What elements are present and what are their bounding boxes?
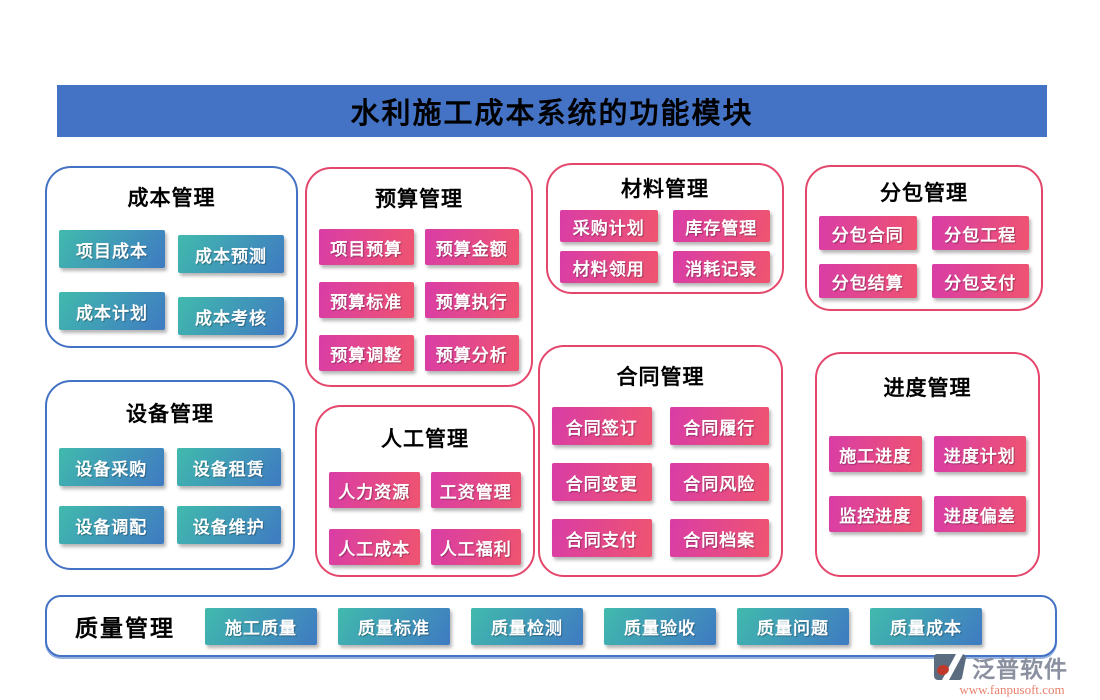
module-cost-title: 成本管理 — [127, 185, 216, 210]
button-quality-inspection[interactable]: 质量检测 — [471, 607, 583, 645]
button-contract-archive[interactable]: 合同档案 — [669, 519, 769, 557]
button-progress-plan[interactable]: 进度计划 — [933, 436, 1026, 472]
quality-management-bar: 质量管理 施工质量 质量标准 质量检测 质量验收 质量问题 质量成本 — [45, 595, 1057, 657]
module-budget-title: 预算管理 — [375, 186, 463, 211]
fanpu-logo-url: www.fanpusoft.com — [959, 682, 1065, 697]
fanpu-logo: 泛普软件 www.fanpusoft.com — [932, 650, 1092, 698]
fanpu-logo-icon — [933, 654, 966, 681]
button-contract-signing[interactable]: 合同签订 — [552, 407, 652, 445]
module-contract-title: 合同管理 — [616, 364, 705, 389]
button-equipment-rental[interactable]: 设备租赁 — [176, 448, 281, 486]
button-quality-standard[interactable]: 质量标准 — [338, 607, 450, 645]
button-human-resources[interactable]: 人力资源 — [329, 472, 420, 508]
button-budget-adjustment[interactable]: 预算调整 — [319, 335, 414, 371]
button-inventory-management[interactable]: 库存管理 — [672, 210, 770, 242]
button-contract-risk[interactable]: 合同风险 — [669, 463, 769, 501]
module-contract-management: 合同管理 合同签订 合同履行 合同变更 合同风险 合同支付 合同档案 — [538, 345, 783, 577]
button-consumption-record[interactable]: 消耗记录 — [672, 251, 770, 283]
button-cost-assessment[interactable]: 成本考核 — [178, 297, 284, 335]
button-contract-performance[interactable]: 合同履行 — [669, 407, 769, 445]
module-subcontract-title: 分包管理 — [880, 180, 968, 205]
fanpu-logo-text: 泛普软件 — [972, 656, 1068, 683]
module-labor-title: 人工管理 — [381, 426, 469, 451]
module-cost-management: 成本管理 项目成本 成本预测 成本计划 成本考核 — [45, 166, 298, 348]
module-material-management: 材料管理 采购计划 库存管理 材料领用 消耗记录 — [546, 163, 784, 294]
button-labor-welfare[interactable]: 人工福利 — [430, 529, 521, 565]
button-material-requisition[interactable]: 材料领用 — [560, 251, 658, 283]
button-project-cost[interactable]: 项目成本 — [59, 230, 165, 268]
module-progress-management: 进度管理 施工进度 进度计划 监控进度 进度偏差 — [815, 352, 1040, 577]
button-quality-cost[interactable]: 质量成本 — [870, 607, 982, 645]
module-labor-management: 人工管理 人力资源 工资管理 人工成本 人工福利 — [315, 405, 535, 577]
module-subcontract-management: 分包管理 分包合同 分包工程 分包结算 分包支付 — [805, 165, 1043, 311]
button-equipment-maintenance[interactable]: 设备维护 — [176, 506, 281, 544]
button-equipment-procurement[interactable]: 设备采购 — [59, 448, 164, 486]
button-construction-quality[interactable]: 施工质量 — [205, 607, 317, 645]
button-progress-deviation[interactable]: 进度偏差 — [933, 496, 1026, 532]
button-cost-forecast[interactable]: 成本预测 — [178, 235, 284, 273]
module-progress-title: 进度管理 — [883, 375, 972, 400]
page-title: 水利施工成本系统的功能模块 — [350, 96, 754, 130]
quality-title: 质量管理 — [75, 615, 175, 642]
button-subcontract-payment[interactable]: 分包支付 — [931, 264, 1029, 298]
button-equipment-allocation[interactable]: 设备调配 — [59, 506, 164, 544]
button-procurement-plan[interactable]: 采购计划 — [560, 210, 658, 242]
button-subcontract-project[interactable]: 分包工程 — [931, 216, 1029, 250]
module-material-title: 材料管理 — [621, 176, 709, 201]
button-contract-payment[interactable]: 合同支付 — [552, 519, 652, 557]
button-labor-cost[interactable]: 人工成本 — [329, 529, 420, 565]
button-contract-change[interactable]: 合同变更 — [552, 463, 652, 501]
button-cost-plan[interactable]: 成本计划 — [59, 292, 165, 330]
button-quality-issue[interactable]: 质量问题 — [737, 607, 849, 645]
button-budget-standard[interactable]: 预算标准 — [319, 282, 414, 318]
button-subcontract-settlement[interactable]: 分包结算 — [819, 264, 917, 298]
button-progress-monitoring[interactable]: 监控进度 — [829, 496, 922, 532]
button-salary-management[interactable]: 工资管理 — [430, 472, 521, 508]
module-budget-management: 预算管理 项目预算 预算金额 预算标准 预算执行 预算调整 预算分析 — [305, 167, 533, 387]
button-quality-acceptance[interactable]: 质量验收 — [604, 607, 716, 645]
button-budget-amount[interactable]: 预算金额 — [424, 229, 519, 265]
title-banner: 水利施工成本系统的功能模块 — [57, 85, 1047, 137]
button-budget-analysis[interactable]: 预算分析 — [424, 335, 519, 371]
module-equipment-management: 设备管理 设备采购 设备租赁 设备调配 设备维护 — [45, 380, 295, 570]
button-budget-execution[interactable]: 预算执行 — [424, 282, 519, 318]
module-equipment-title: 设备管理 — [126, 401, 214, 426]
button-construction-progress[interactable]: 施工进度 — [829, 436, 922, 472]
button-project-budget[interactable]: 项目预算 — [319, 229, 414, 265]
button-subcontract-contract[interactable]: 分包合同 — [819, 216, 917, 250]
